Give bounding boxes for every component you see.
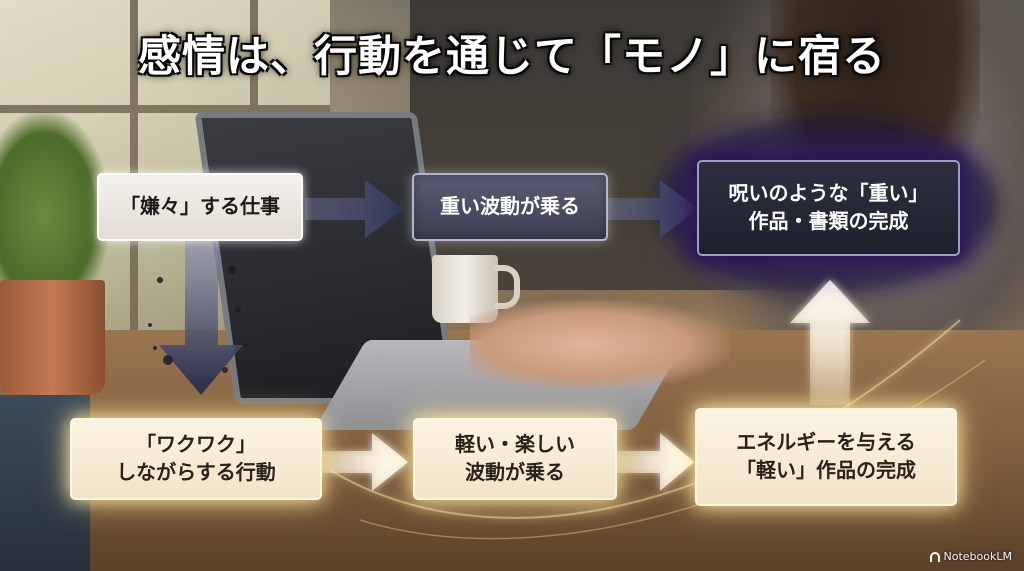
page-title: 感情は、行動を通じて「モノ」に宿る (138, 32, 886, 82)
typing-hands (470, 300, 730, 390)
arrow-exciting-to-light-wave (322, 433, 408, 491)
box-light-result: エネルギーを与える 「軽い」作品の完成 (695, 408, 957, 506)
box-heavy-result-line1: 呪いのような「重い」 (728, 181, 929, 206)
box-light-result-line1: エネルギーを与える (736, 430, 916, 455)
plant (0, 110, 110, 285)
plant-pot (0, 280, 105, 395)
box-heavy-wave-label: 重い波動が乗る (440, 194, 580, 219)
box-unpleasant-work-label: 「嫌々」する仕事 (120, 194, 280, 219)
notebooklm-logo-icon (929, 551, 940, 562)
box-heavy-wave: 重い波動が乗る (412, 173, 608, 241)
box-heavy-result-line2: 作品・書類の完成 (748, 209, 909, 233)
sparkle-swirl (329, 319, 961, 519)
box-heavy-result: 呪いのような「重い」 作品・書類の完成 (697, 160, 960, 256)
box-exciting-action-line1: 「ワクワク」 (135, 432, 256, 457)
box-light-result-line2: 「軽い」作品の完成 (736, 458, 916, 482)
arrow-up-to-heavy-result (790, 280, 870, 405)
box-unpleasant-work: 「嫌々」する仕事 (97, 173, 303, 241)
watermark: NotebookLM (929, 550, 1012, 563)
box-exciting-action: 「ワクワク」 しながらする行動 (70, 418, 322, 500)
arrow-light-wave-to-result (617, 433, 694, 491)
arrow-work-to-heavy-wave (305, 180, 404, 238)
arrow-down-to-exciting (159, 240, 243, 395)
watermark-label: NotebookLM (943, 550, 1012, 563)
box-light-wave-line2: 波動が乗る (465, 460, 565, 484)
box-light-wave: 軽い・楽しい 波動が乗る (413, 418, 617, 500)
arrow-heavy-wave-to-result (608, 180, 698, 238)
box-light-wave-line1: 軽い・楽しい (455, 432, 575, 457)
ink-splatter (148, 266, 247, 373)
box-exciting-action-line2: しながらする行動 (116, 460, 276, 484)
